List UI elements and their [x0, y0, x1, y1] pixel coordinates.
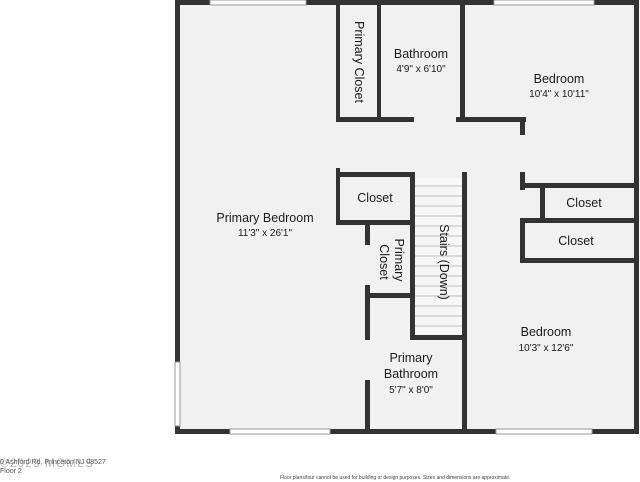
bathroom-dims: 4'9" x 6'10" [396, 64, 446, 75]
closet-right-1-name: Closet [566, 196, 602, 210]
primary-closet-lower-line1: Primary [392, 238, 406, 282]
walls [175, 0, 639, 434]
watermark: ©2023 MOMLS [0, 456, 94, 470]
primary-bathroom-dims: 5'7" x 8'0" [389, 385, 433, 396]
bathroom-name: Bathroom [394, 47, 448, 61]
bedroom-bottom-dims: 10'3" x 12'6" [519, 343, 574, 354]
stairs-label: Stairs (Down) [437, 224, 451, 300]
primary-bedroom-name: Primary Bedroom [216, 211, 313, 225]
floor-area [176, 0, 638, 432]
primary-bedroom-dims: 11'3" x 26'1" [238, 228, 293, 239]
closet-hall-name: Closet [357, 191, 393, 205]
floor-label: Floor 2 [0, 468, 22, 475]
bedroom-top-dims: 10'4" x 10'11" [529, 89, 589, 100]
primary-closet-top-name: Primary Closet [352, 21, 366, 103]
closet-right-2-name: Closet [558, 234, 594, 248]
primary-closet-lower-line2: Closet [377, 244, 391, 280]
disclaimer-text: Floor plans/tour cannot be used for buil… [280, 475, 511, 481]
bedroom-top-name: Bedroom [534, 72, 585, 86]
primary-bathroom-line1: Primary [389, 351, 433, 365]
footer-address-block: 0 Ashford Rd, Princeton NJ 08527 Floor 2 [0, 458, 106, 476]
bedroom-bottom-name: Bedroom [521, 325, 572, 339]
stairs-treads [415, 178, 463, 334]
primary-bathroom-line2: Bathroom [384, 367, 438, 381]
address-text: 0 Ashford Rd, Princeton NJ 08527 [0, 459, 106, 466]
windows [174, 0, 595, 435]
door-openings [336, 117, 525, 380]
